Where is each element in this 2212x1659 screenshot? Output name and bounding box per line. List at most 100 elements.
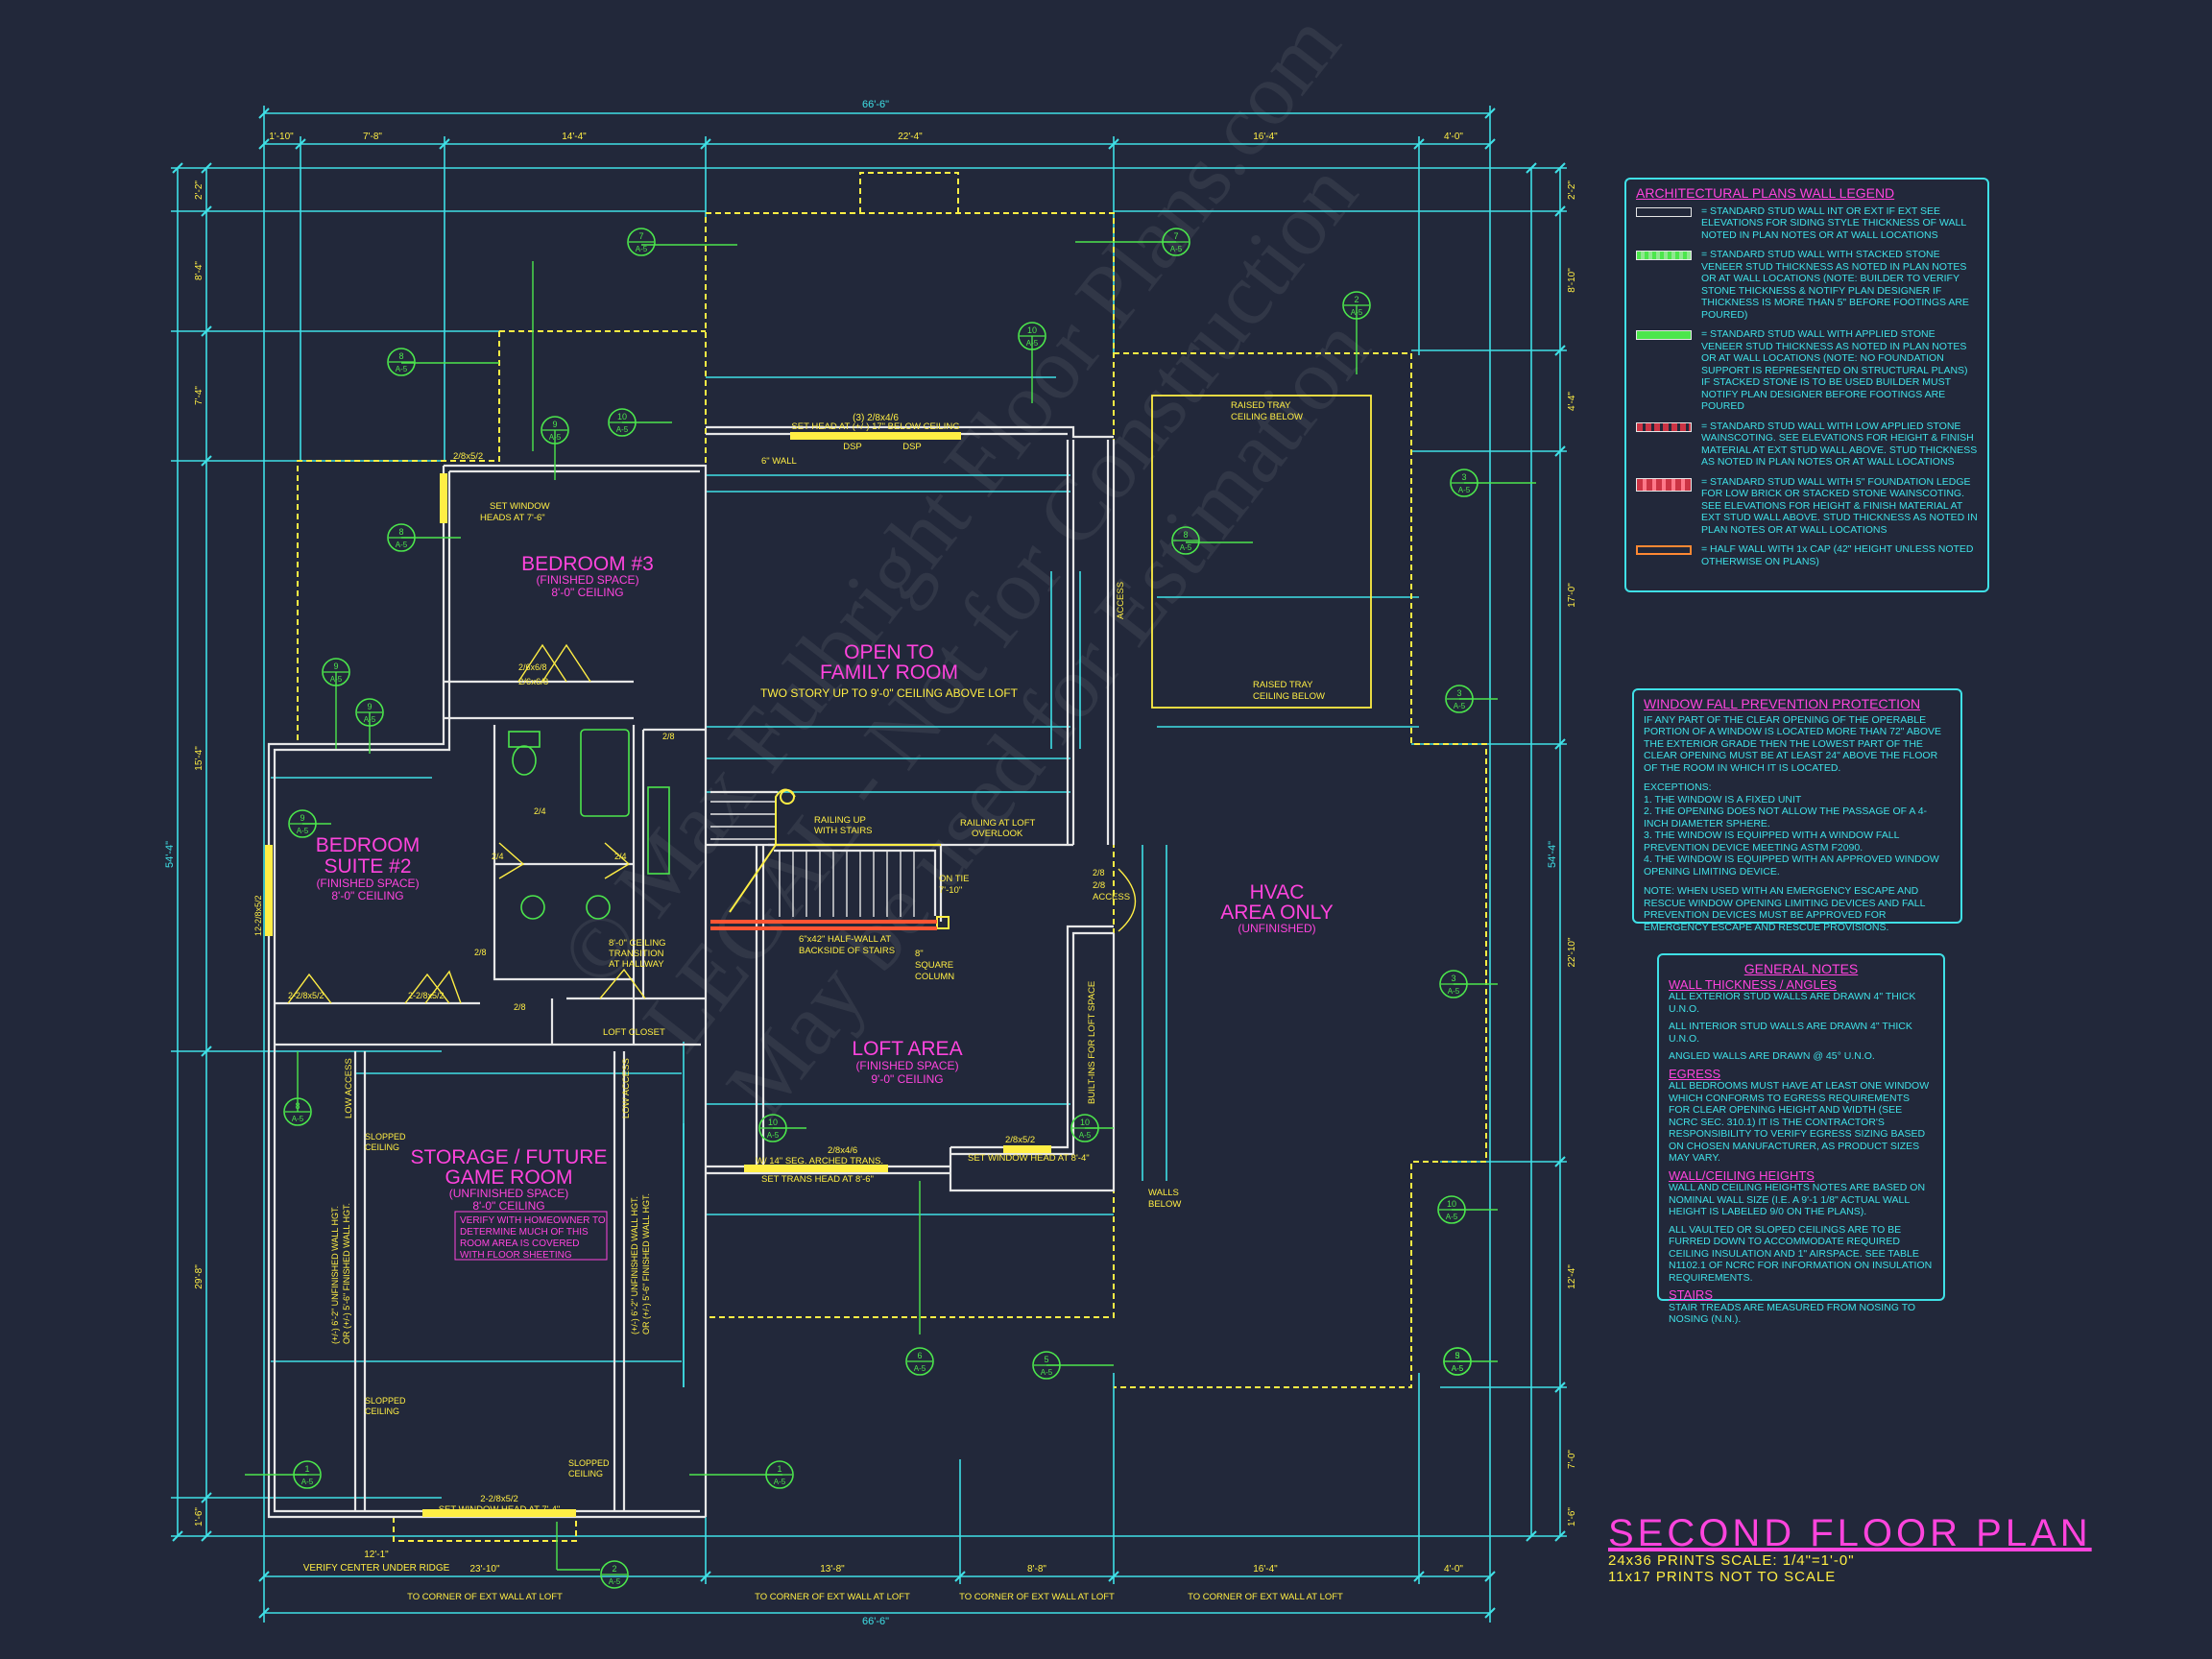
door-bed3-closet: 2/6x6/8 — [518, 677, 548, 687]
dim-left-seg-1: 2'-2" — [194, 180, 204, 200]
section-marker: 2A-5 — [1342, 291, 1371, 320]
section-marker-number: 10 — [1027, 325, 1037, 335]
room-suite2-name1: BEDROOM — [316, 834, 421, 856]
section-marker-number: 1 — [304, 1464, 309, 1474]
fall-prevention-exceptions-label: EXCEPTIONS: — [1644, 781, 1712, 793]
room-storage-name2: GAME ROOM — [445, 1166, 572, 1189]
section-marker-number: 2 — [1354, 295, 1358, 304]
room-open-note: TWO STORY UP TO 9'-0" CEILING ABOVE LOFT — [760, 686, 1019, 700]
bath-fixtures — [508, 729, 670, 920]
section-marker: 5A-5 — [1443, 1347, 1472, 1376]
general-notes-line: ALL BEDROOMS MUST HAVE AT LEAST ONE WIND… — [1669, 1080, 1930, 1164]
hvac-door-size: 2/8 — [1093, 880, 1105, 891]
ceiling-transition-3: AT HALLWAY — [609, 959, 664, 970]
walls — [267, 425, 1116, 1519]
general-notes-title: GENERAL NOTES — [1743, 961, 1859, 976]
section-marker: 9A-5 — [355, 698, 384, 727]
room-loft-space: (FINISHED SPACE) — [855, 1059, 958, 1072]
section-marker-number: 8 — [295, 1101, 300, 1111]
windows — [265, 432, 1051, 1517]
dim-overall-bottom: 66'-6" — [862, 1616, 889, 1627]
section-marker-number: 9 — [367, 702, 372, 711]
dim-bottom-note-3: TO CORNER OF EXT WALL AT LOFT — [959, 1592, 1115, 1602]
room-suite2-name2: SUITE #2 — [324, 855, 411, 878]
section-marker-sheet: A-5 — [297, 827, 309, 835]
room-open-name1: OPEN TO — [844, 641, 934, 663]
section-marker-sheet: A-5 — [1452, 1364, 1464, 1373]
section-marker-sheet: A-5 — [1041, 1368, 1053, 1377]
storage-verify-2: DETERMINE MUCH OF THIS — [460, 1227, 589, 1238]
tray-ceiling — [1151, 395, 1372, 709]
ridge-note: VERIFY CENTER UNDER RIDGE — [303, 1563, 450, 1574]
legend-swatch-low — [1636, 421, 1692, 432]
dim-top-seg-2: 7'-8" — [363, 132, 382, 142]
section-marker-sheet: A-5 — [330, 675, 343, 684]
dim-ridge: 12'-1" — [364, 1550, 389, 1560]
section-marker: 10A-5 — [1018, 322, 1046, 350]
legend-swatch-applied — [1636, 330, 1692, 340]
room-bedroom3-ceiling: 8'-0" CEILING — [551, 586, 623, 599]
section-marker-sheet: A-5 — [1180, 543, 1192, 552]
general-notes-line: WALL AND CEILING HEIGHTS NOTES ARE BASED… — [1669, 1182, 1926, 1217]
section-marker-number: 9 — [300, 813, 304, 823]
slopped-3a: SLOPPED — [568, 1458, 610, 1468]
dim-bottom-seg-5: 4'-0" — [1444, 1564, 1463, 1575]
storage-verify-box — [454, 1211, 608, 1261]
section-marker-sheet: A-5 — [636, 245, 648, 253]
section-marker-circle — [288, 809, 317, 838]
dim-right-seg-1: 2'-2" — [1567, 180, 1577, 200]
section-marker-sheet: A-5 — [301, 1478, 314, 1486]
section-leaders — [245, 241, 1536, 1571]
section-marker-circle — [1032, 1351, 1061, 1380]
wall-legend-panel: ARCHITECTURAL PLANS WALL LEGEND = STANDA… — [1624, 178, 1989, 592]
section-marker-sheet: A-5 — [396, 541, 408, 549]
legend-item-text: = STANDARD STUD WALL WITH 5" FOUNDATION … — [1701, 475, 1978, 536]
section-marker-number: 7 — [1173, 231, 1178, 241]
wall-legend-list: = STANDARD STUD WALL INT OR EXT IF EXT S… — [1636, 205, 1978, 568]
dim-right-seg-7: 7'-0" — [1567, 1450, 1577, 1469]
dim-left-seg-3: 7'-4" — [194, 386, 204, 405]
loft-closet-label: LOFT CLOSET — [603, 1027, 665, 1038]
legend-item: = HALF WALL WITH 1x CAP (42" HEIGHT UNLE… — [1636, 543, 1978, 567]
fall-prevention-exception: 4. THE WINDOW IS EQUIPPED WITH AN APPROV… — [1644, 854, 1939, 878]
section-marker-sheet: A-5 — [1170, 245, 1183, 253]
room-bedroom3-name: BEDROOM #3 — [521, 553, 654, 575]
room-loft-ceiling: 9'-0" CEILING — [871, 1072, 943, 1086]
door-24-3: 2/4 — [614, 852, 627, 861]
dim-left-seg-6: 1'-6" — [194, 1507, 204, 1527]
window-bedroom3-size: 2/8x5/2 — [453, 451, 483, 462]
section-marker: 8A-5 — [387, 348, 416, 376]
set-window-heads-1: SET WINDOW — [490, 501, 550, 512]
railing-loft-1: RAILING AT LOFT — [960, 818, 1036, 829]
raised-tray-bottom-2: CEILING BELOW — [1253, 691, 1325, 702]
fall-prevention-exception: 2. THE OPENING DOES NOT ALLOW THE PASSAG… — [1644, 805, 1928, 830]
scale-line-1: 24x36 PRINTS SCALE: 1/4"=1'-0" — [1608, 1552, 1855, 1569]
door-24-1: 2/4 — [534, 806, 546, 816]
fall-prevention-body: IF ANY PART OF THE CLEAR OPENING OF THE … — [1644, 713, 1942, 774]
fall-prevention-exception: 3. THE WINDOW IS EQUIPPED WITH A WINDOW … — [1644, 830, 1900, 854]
section-marker-circle — [322, 658, 350, 686]
section-marker-sheet: A-5 — [1458, 486, 1471, 494]
legend-swatch-stacked — [1636, 251, 1692, 260]
section-marker-number: 5 — [1044, 1355, 1048, 1364]
legend-item: = STANDARD STUD WALL WITH 5" FOUNDATION … — [1636, 476, 1978, 537]
seg-arched-note: W/ 14" SEG. ARCHED TRANS. — [756, 1156, 883, 1166]
dim-bottom-note-2: TO CORNER OF EXT WALL AT LOFT — [755, 1592, 910, 1602]
dim-top-seg-4: 22'-4" — [898, 132, 923, 142]
railing-up-1: RAILING UP — [814, 815, 866, 826]
section-marker-sheet: A-5 — [1446, 1213, 1458, 1221]
section-marker-circle — [1171, 526, 1200, 555]
square-column-2: SQUARE — [915, 960, 953, 971]
section-marker: 3A-5 — [1445, 685, 1474, 713]
dim-right-overall: 54'-4" — [1547, 841, 1558, 868]
dim-right-seg-3: 4'-4" — [1567, 392, 1577, 411]
dim-bottom-seg-2: 13'-8" — [820, 1564, 845, 1575]
legend-item-text: = HALF WALL WITH 1x CAP (42" HEIGHT UNLE… — [1701, 543, 1974, 567]
section-marker-sheet: A-5 — [1351, 308, 1363, 317]
dim-top-seg-6: 4'-0" — [1444, 132, 1463, 142]
set-window-head-84: SET WINDOW HEAD AT 8'-4" — [968, 1153, 1090, 1164]
set-window-head-74: SET WINDOW HEAD AT 7'-4" — [439, 1504, 561, 1515]
section-marker-circle — [1070, 1114, 1099, 1142]
storage-verify-3: ROOM AREA IS COVERED — [460, 1238, 579, 1249]
slopped-1a: SLOPPED — [365, 1132, 406, 1142]
